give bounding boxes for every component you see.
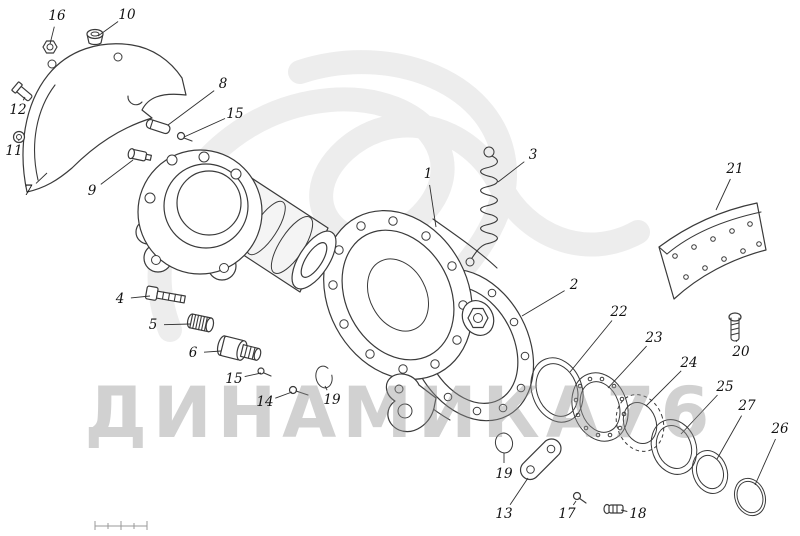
part-17-bolt [572, 491, 587, 504]
part-1-drum-body [323, 210, 498, 433]
part-21-brake-lining [658, 202, 767, 300]
part-7-dust-shield [22, 43, 187, 193]
leader-line-23-16 [607, 345, 647, 389]
leader-line-15-4 [183, 118, 226, 138]
part-11-washer [12, 130, 26, 144]
leader-line-10-1 [97, 21, 119, 37]
leader-line-5-12 [163, 323, 191, 326]
part-6-fitting [216, 335, 262, 361]
part-hub-assembly [135, 149, 337, 293]
part-5-bushing [186, 313, 215, 333]
part-18-bolt [603, 503, 624, 515]
part-20-bolt [728, 312, 742, 342]
leader-line-4-11 [130, 295, 151, 299]
leader-line-2-13 [521, 290, 565, 317]
scale-bar [94, 521, 148, 530]
part-10-cap [86, 28, 104, 46]
leader-line-22-14 [569, 320, 613, 373]
leader-line-14-21 [275, 391, 293, 399]
part-13-link-plate [519, 438, 562, 481]
leader-line-12-2 [22, 96, 26, 101]
part-24-toothed-washer [615, 394, 665, 452]
part-22-ring [530, 357, 584, 423]
leader-line-6-15 [203, 350, 222, 353]
leader-line-7-6 [35, 172, 48, 184]
leader-line-26-24 [754, 438, 776, 486]
leader-line-15-20 [244, 372, 262, 378]
leader-line-1-9 [429, 184, 437, 228]
leader-lines [18, 21, 776, 512]
part-16-nut [42, 40, 58, 54]
leader-line-3-8 [497, 161, 525, 183]
part-14-bolt [288, 385, 309, 396]
part-19-ring-a [315, 365, 333, 389]
part-26-ring [733, 477, 767, 517]
leader-line-27-23 [716, 415, 742, 460]
part-12-bolt [11, 81, 33, 102]
part-8-pin [145, 118, 171, 135]
leader-line-18-28 [620, 509, 628, 512]
leader-line-24-17 [645, 370, 682, 407]
leader-line-21-10 [715, 178, 731, 211]
part-9-rivet [127, 148, 152, 162]
leader-line-17-27 [572, 500, 577, 506]
part-27-ring [691, 450, 729, 494]
leader-line-20-18 [735, 339, 738, 342]
part-4-bolt [144, 285, 186, 304]
leader-line-8-3 [167, 90, 215, 126]
leader-line-9-7 [100, 159, 134, 185]
part-19-ring-b [494, 432, 514, 454]
part-hex-nut [461, 300, 495, 336]
part-23-lock-ring [571, 372, 629, 442]
leader-line-16-0 [49, 26, 55, 45]
leader-line-25-19 [680, 394, 718, 435]
leader-line-13-26 [509, 477, 529, 506]
part-15-rivet-a [176, 131, 193, 142]
part-3-spring [465, 146, 498, 267]
part-25-ring [650, 419, 698, 475]
part-15-rivet-b [257, 367, 272, 377]
leader-line-19-22 [324, 385, 328, 391]
